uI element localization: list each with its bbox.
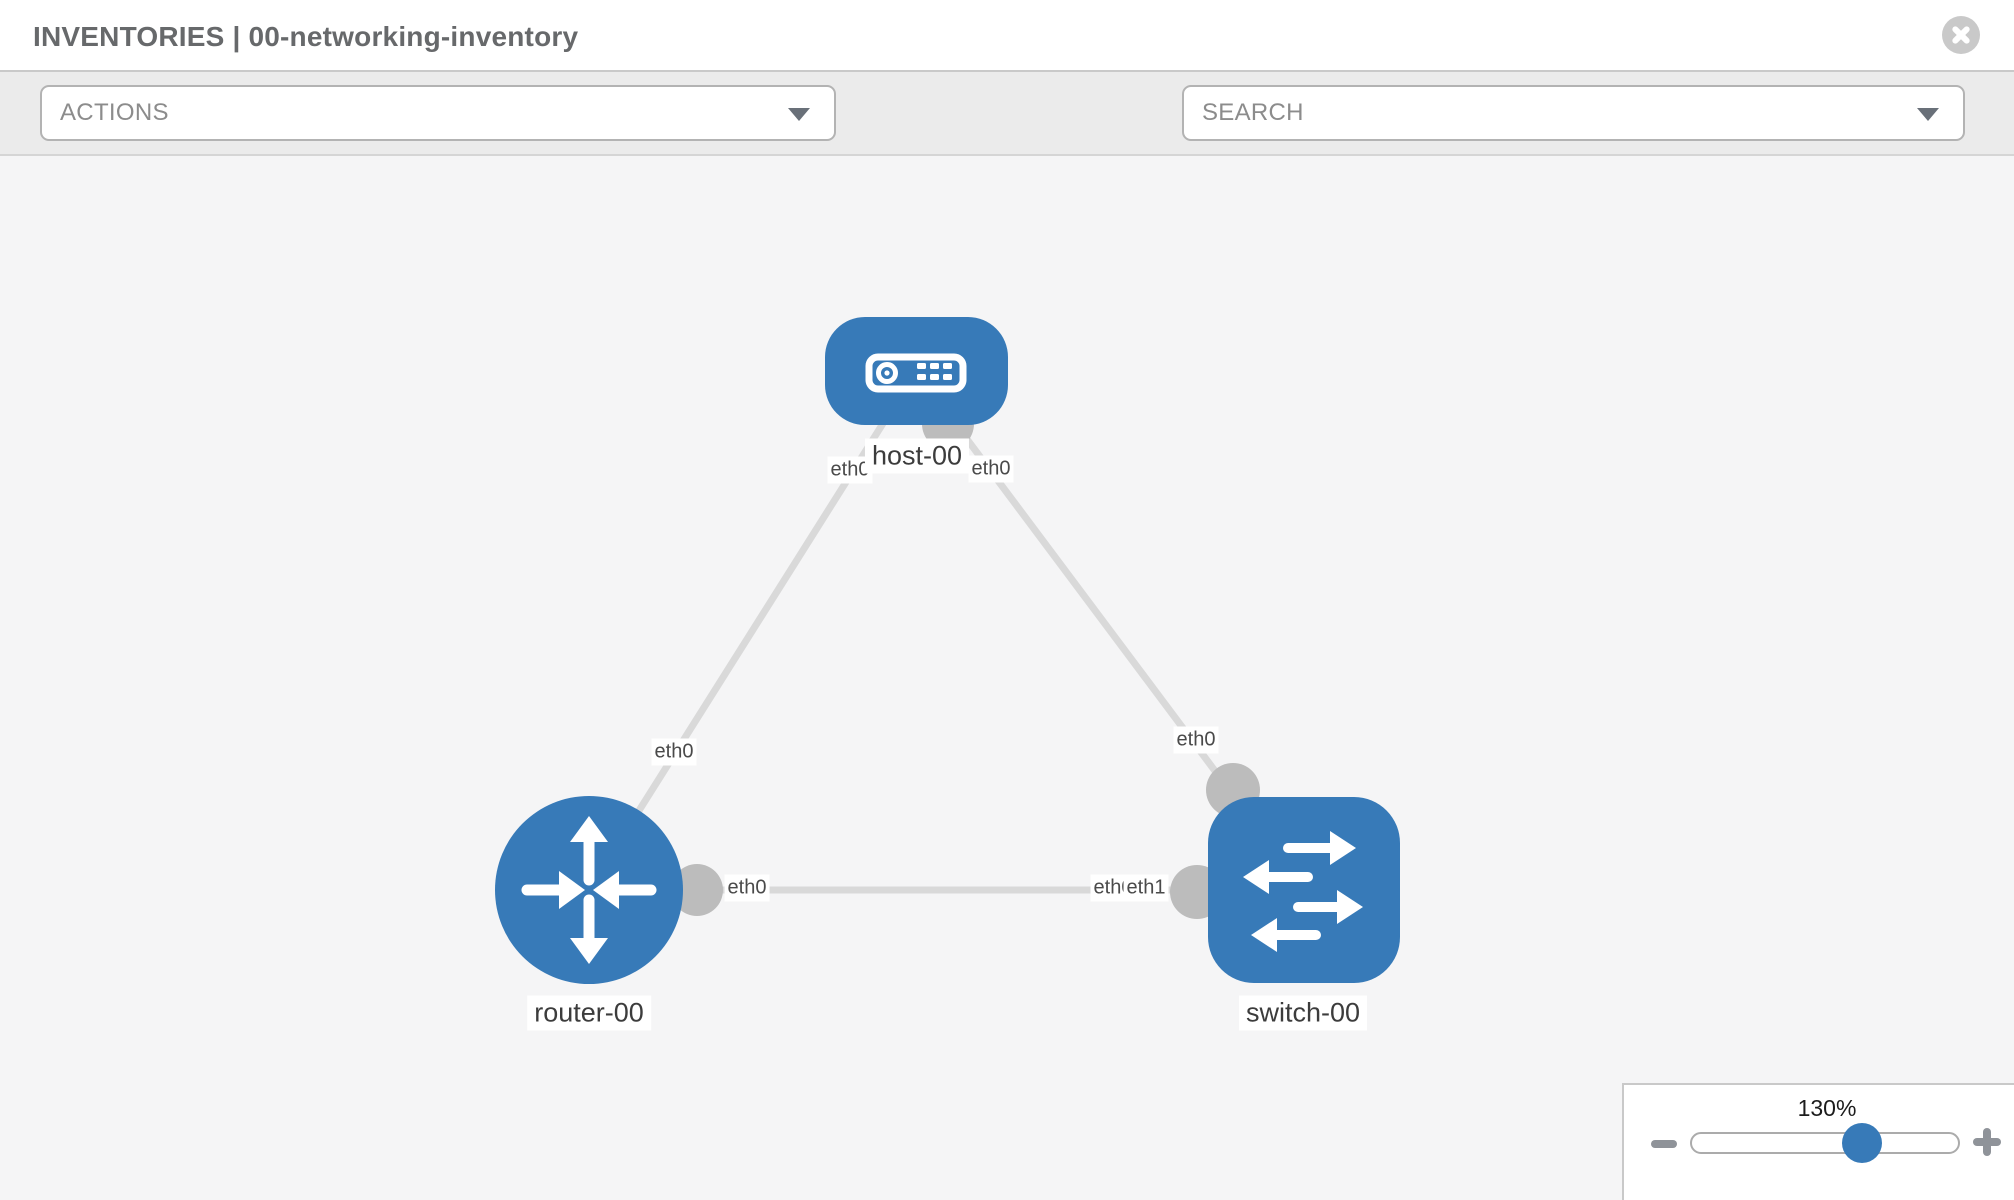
node-label-switch-00: switch-00 xyxy=(1238,995,1368,1031)
search-select-label: SEARCH xyxy=(1202,99,1304,126)
interface-label: eth0 xyxy=(968,455,1014,483)
switch-icon xyxy=(1243,831,1363,952)
node-router-00[interactable] xyxy=(495,796,683,984)
node-host-00[interactable] xyxy=(825,317,1008,425)
interface-label: eth0 xyxy=(1173,726,1219,754)
zoom-in-button[interactable] xyxy=(1972,1127,2002,1157)
header: INVENTORIES | 00-networking-inventory xyxy=(0,0,2014,72)
search-select[interactable]: SEARCH xyxy=(1182,85,1965,141)
node-label-router-00: router-00 xyxy=(527,995,651,1031)
host-icon xyxy=(865,353,967,393)
actions-select-label: ACTIONS xyxy=(60,99,169,126)
close-button[interactable] xyxy=(1942,16,1980,54)
zoom-out-icon xyxy=(1651,1140,1677,1148)
router-icon xyxy=(521,816,657,964)
interface-label: eth0 xyxy=(724,874,770,902)
interface-label: eth1 xyxy=(1123,874,1169,902)
zoom-panel: 130% xyxy=(1622,1083,2014,1200)
caret-down-icon xyxy=(788,108,810,121)
caret-down-icon xyxy=(1917,108,1939,121)
port-circle-router-eth0[interactable] xyxy=(671,864,723,916)
zoom-level: 130% xyxy=(1797,1095,1857,1121)
toolbar: ACTIONS SEARCH xyxy=(0,72,2014,206)
close-icon xyxy=(1951,25,1971,45)
zoom-slider-handle[interactable] xyxy=(1842,1123,1882,1163)
topology-canvas[interactable]: eth0 eth0 eth0 eth0 eth0 eth0 eth1 host-… xyxy=(0,156,2014,1200)
zoom-slider-track[interactable] xyxy=(1690,1132,1960,1154)
zoom-out-button[interactable] xyxy=(1650,1129,1680,1159)
node-label-host-00: host-00 xyxy=(864,438,970,474)
actions-select[interactable]: ACTIONS xyxy=(40,85,836,141)
page-title: INVENTORIES | 00-networking-inventory xyxy=(33,21,579,52)
interface-label: eth0 xyxy=(651,738,697,766)
topology-svg xyxy=(495,317,1400,984)
node-switch-00[interactable] xyxy=(1208,797,1400,983)
